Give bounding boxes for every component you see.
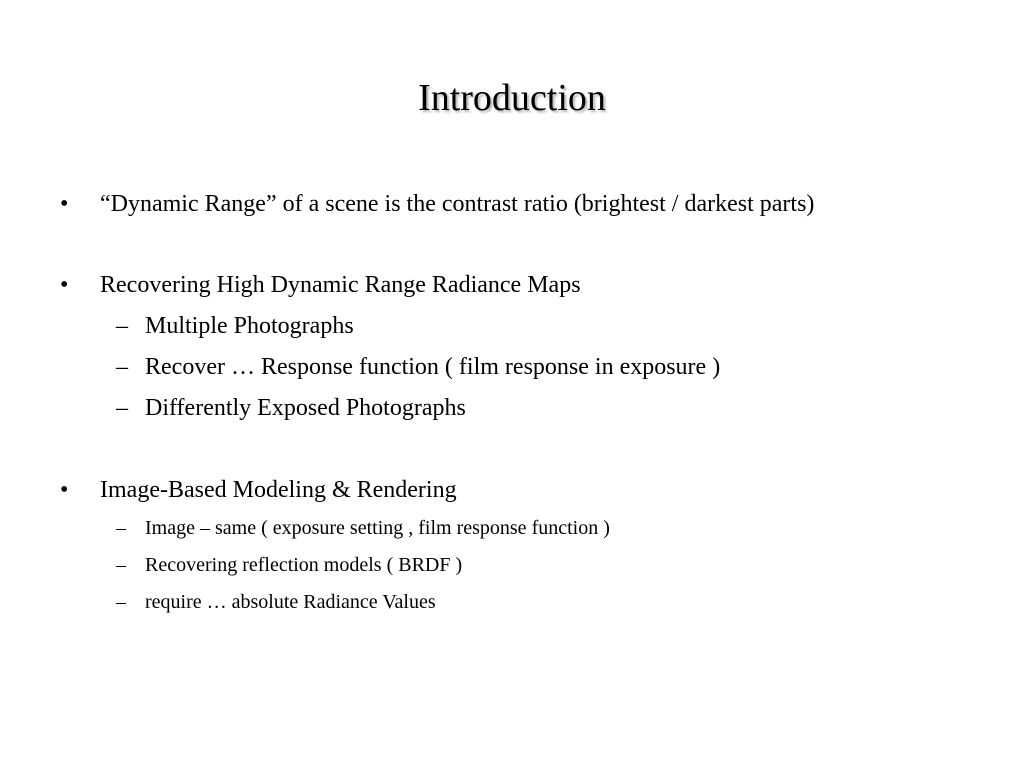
sub-bullet-text: Differently Exposed Photographs bbox=[145, 395, 466, 421]
sub-bullet-text: Recovering reflection models ( BRDF ) bbox=[145, 554, 463, 576]
bullet-text: Recovering High Dynamic Range Radiance M… bbox=[100, 272, 581, 298]
dash-icon: – bbox=[116, 354, 128, 380]
bullet-text: Image-Based Modeling & Rendering bbox=[100, 477, 457, 503]
bullet-icon: • bbox=[60, 477, 69, 503]
bullet-icon: • bbox=[60, 191, 69, 217]
bullet-text: “Dynamic Range” of a scene is the contra… bbox=[100, 191, 815, 217]
dash-icon: – bbox=[116, 554, 126, 576]
dash-icon: – bbox=[116, 395, 128, 421]
dash-icon: – bbox=[116, 517, 126, 539]
bullet-icon: • bbox=[60, 272, 69, 298]
sub-bullet-text: require … absolute Radiance Values bbox=[145, 591, 436, 613]
slide-title: Introduction bbox=[418, 77, 606, 119]
sub-bullet-text: Image – same ( exposure setting , film r… bbox=[145, 517, 610, 539]
dash-icon: – bbox=[116, 313, 128, 339]
dash-icon: – bbox=[116, 591, 126, 613]
sub-bullet-text: Recover … Response function ( film respo… bbox=[145, 354, 721, 380]
sub-bullet-text: Multiple Photographs bbox=[145, 313, 354, 339]
